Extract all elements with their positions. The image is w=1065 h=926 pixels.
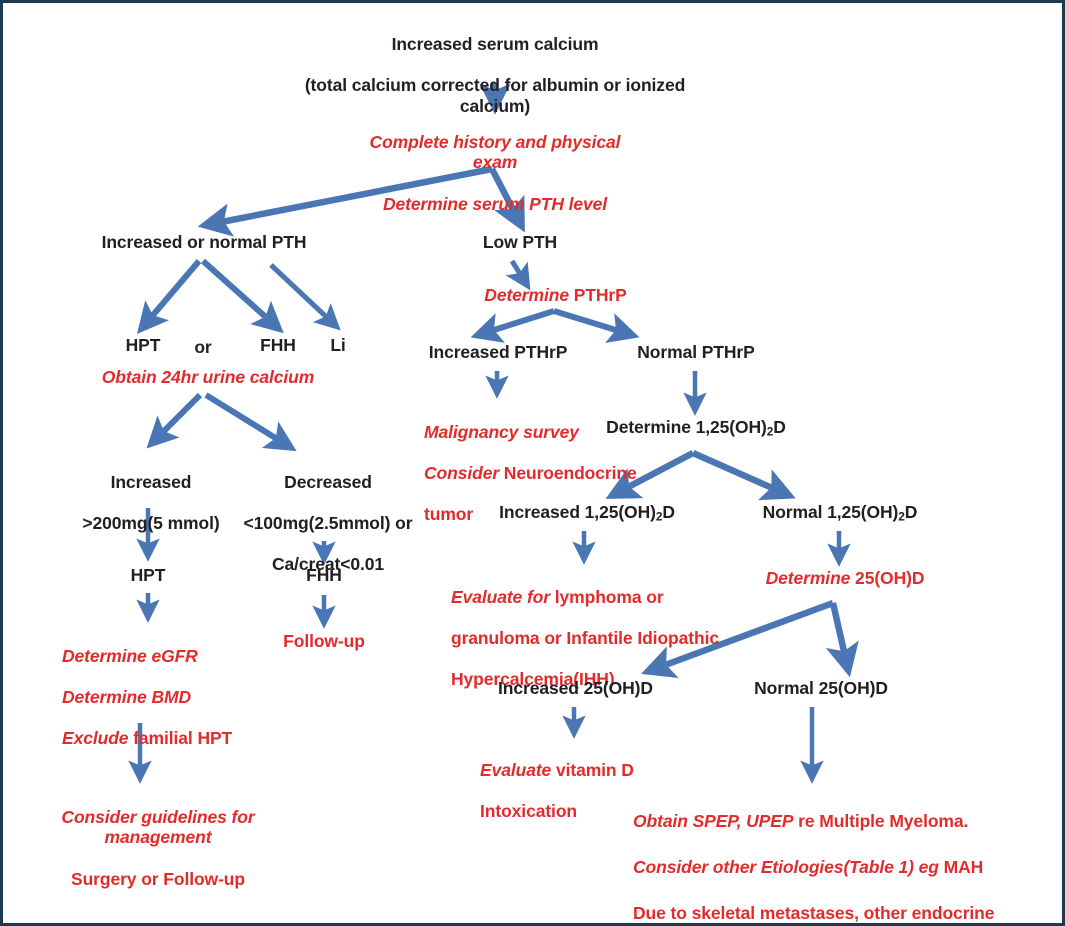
determine-pthrp-rest: PTHrP [568, 285, 627, 305]
urine-decreased-line-3: Ca/creat<0.01 [271, 554, 385, 575]
node-start: Increased serum calcium (total calcium c… [295, 13, 695, 137]
malignancy-line-1: Malignancy survey [424, 421, 579, 442]
hpt-workup-line-1: Determine eGFR [62, 645, 198, 666]
hpt-workup-line-2: Determine BMD [62, 686, 192, 707]
hpt-management-line-1: Consider guidelines for management [61, 806, 255, 848]
arrow-25ohd-to-normal [825, 602, 859, 678]
determine-25ohd-emphasis: Determine [765, 568, 851, 588]
node-fhh-confirmed: FHH [306, 565, 342, 585]
evaluate-lymphoma-line-1-emphasis: Evaluate for [451, 586, 550, 607]
node-fhh-followup: Follow-up [283, 631, 365, 651]
urine-decreased-line-2: <100mg(2.5mmol) or [243, 512, 413, 533]
other-etiologies-line-1-rest: re Multiple Myeloma. [793, 811, 969, 832]
hpt-management-line-2: Surgery or Follow-up [71, 868, 245, 889]
malignancy-line-2: Consider Neuroendocrine [424, 463, 644, 484]
node-hpt-workup: Determine eGFR Determine BMD Exclude fam… [62, 625, 322, 769]
other-etiologies-line-1: Obtain SPEP, UPEP re Multiple Myeloma. [633, 810, 1053, 833]
node-urine-increased: Increased >200mg(5 mmol) [81, 451, 221, 554]
arrow-pthrp-to-increased [470, 308, 555, 343]
other-etiologies-line-2-rest: MAH [938, 857, 984, 878]
node-low-pth: Low PTH [482, 232, 558, 252]
evaluate-lymphoma-line-2: granuloma or Infantile Idiopathic [451, 627, 719, 648]
hpt-workup-line-3-rest: familial HPT [128, 728, 233, 749]
other-etiologies-line-1-emphasis: Obtain SPEP, UPEP [633, 811, 794, 832]
initial-workup-line-1: Complete history and physical exam [369, 131, 621, 173]
vitd-intox-line-1-emphasis: Evaluate [480, 759, 552, 780]
evaluate-lymphoma-line-1: Evaluate for lymphoma or [451, 587, 731, 608]
determine-pthrp-emphasis: Determine [484, 285, 569, 305]
node-hpt: HPT [125, 335, 161, 355]
other-etiologies-line-2-emphasis: Consider other Etiologies(Table 1) eg [633, 857, 939, 878]
arrow-high-pth-to-fhh [201, 258, 284, 334]
start-line-1: Increased serum calcium [391, 33, 599, 54]
vitd-intox-line-1: Evaluate vitamin D [480, 760, 680, 781]
evaluate-lymphoma-line-3: Hypercalcemia(IHH) [451, 669, 615, 690]
node-li: Li [330, 335, 346, 355]
urine-decreased-line-1: Decreased [284, 471, 372, 492]
node-pthrp-normal: Normal PTHrP [637, 342, 755, 362]
vitd-intox-line-2: Intoxication [480, 800, 577, 821]
arrow-urine-to-decreased [204, 392, 297, 452]
node-pthrp-increased: Increased PTHrP [428, 342, 568, 362]
hpt-workup-line-3-emphasis: Exclude [62, 728, 129, 749]
node-hpt-management: Consider guidelines for management Surge… [13, 786, 303, 910]
node-normal-125ohd: Normal 1,25(OH)2D [762, 502, 918, 524]
urine-increased-line-1: Increased [110, 471, 192, 492]
start-line-2: (total calcium corrected for albumin or … [304, 74, 686, 116]
determine-25ohd-rest: 25(OH)D [850, 568, 925, 588]
arrow-urine-to-increased [146, 392, 203, 449]
node-normal-25ohd: Normal 25(OH)D [754, 678, 888, 698]
node-fhh: FHH [260, 335, 296, 355]
node-obtain-urine-calcium: Obtain 24hr urine calcium [101, 367, 315, 387]
node-other-etiologies: Obtain SPEP, UPEP re Multiple Myeloma. C… [633, 787, 1053, 924]
node-or: or [194, 337, 212, 357]
node-malignancy: Malignancy survey Consider Neuroendocrin… [424, 401, 644, 545]
node-determine-25ohd: Determine 25(OH)D [745, 568, 945, 589]
malignancy-line-3: tumor [424, 504, 474, 525]
other-etiologies-line-3: Due to skeletal metastases, other endocr… [633, 903, 995, 924]
malignancy-line-2-rest: Neuroendocrine [499, 462, 637, 483]
node-determine-125ohd: Determine 1,25(OH)2D [606, 417, 786, 439]
hpt-workup-line-3: Exclude familial HPT [62, 728, 322, 749]
malignancy-line-2-emphasis: Consider [424, 462, 500, 483]
node-evaluate-lymphoma: Evaluate for lymphoma or granuloma or In… [451, 566, 731, 710]
arrow-high-pth-to-li [269, 263, 341, 331]
node-increased-25ohd: Increased 25(OH)D [498, 678, 653, 698]
vitd-intox-line-1-rest: vitamin D [551, 759, 634, 780]
arrow-pthrp-to-normal [553, 308, 640, 344]
node-hpt-confirmed: HPT [130, 565, 166, 585]
node-vitd-intox: Evaluate vitamin D Intoxication [480, 739, 680, 842]
node-determine-pthrp: Determine PTHrP [443, 285, 668, 306]
node-increased-125ohd: Increased 1,25(OH)2D [499, 502, 675, 524]
node-high-pth: Increased or normal PTH [101, 232, 307, 252]
arrow-high-pth-to-hpt [136, 259, 202, 334]
evaluate-lymphoma-line-1-rest: lymphoma or [549, 586, 664, 607]
arrow-low-pth-to-determine-pthrp [505, 259, 531, 291]
node-urine-decreased: Decreased <100mg(2.5mmol) or Ca/creat<0.… [242, 451, 414, 595]
arrow-125ohd-to-normal [691, 450, 796, 501]
other-etiologies-line-2: Consider other Etiologies(Table 1) eg MA… [633, 856, 1053, 879]
initial-workup-line-2: Determine serum PTH level [382, 193, 608, 214]
urine-increased-line-2: >200mg(5 mmol) [82, 512, 220, 533]
node-initial-workup: Complete history and physical exam Deter… [345, 111, 645, 235]
